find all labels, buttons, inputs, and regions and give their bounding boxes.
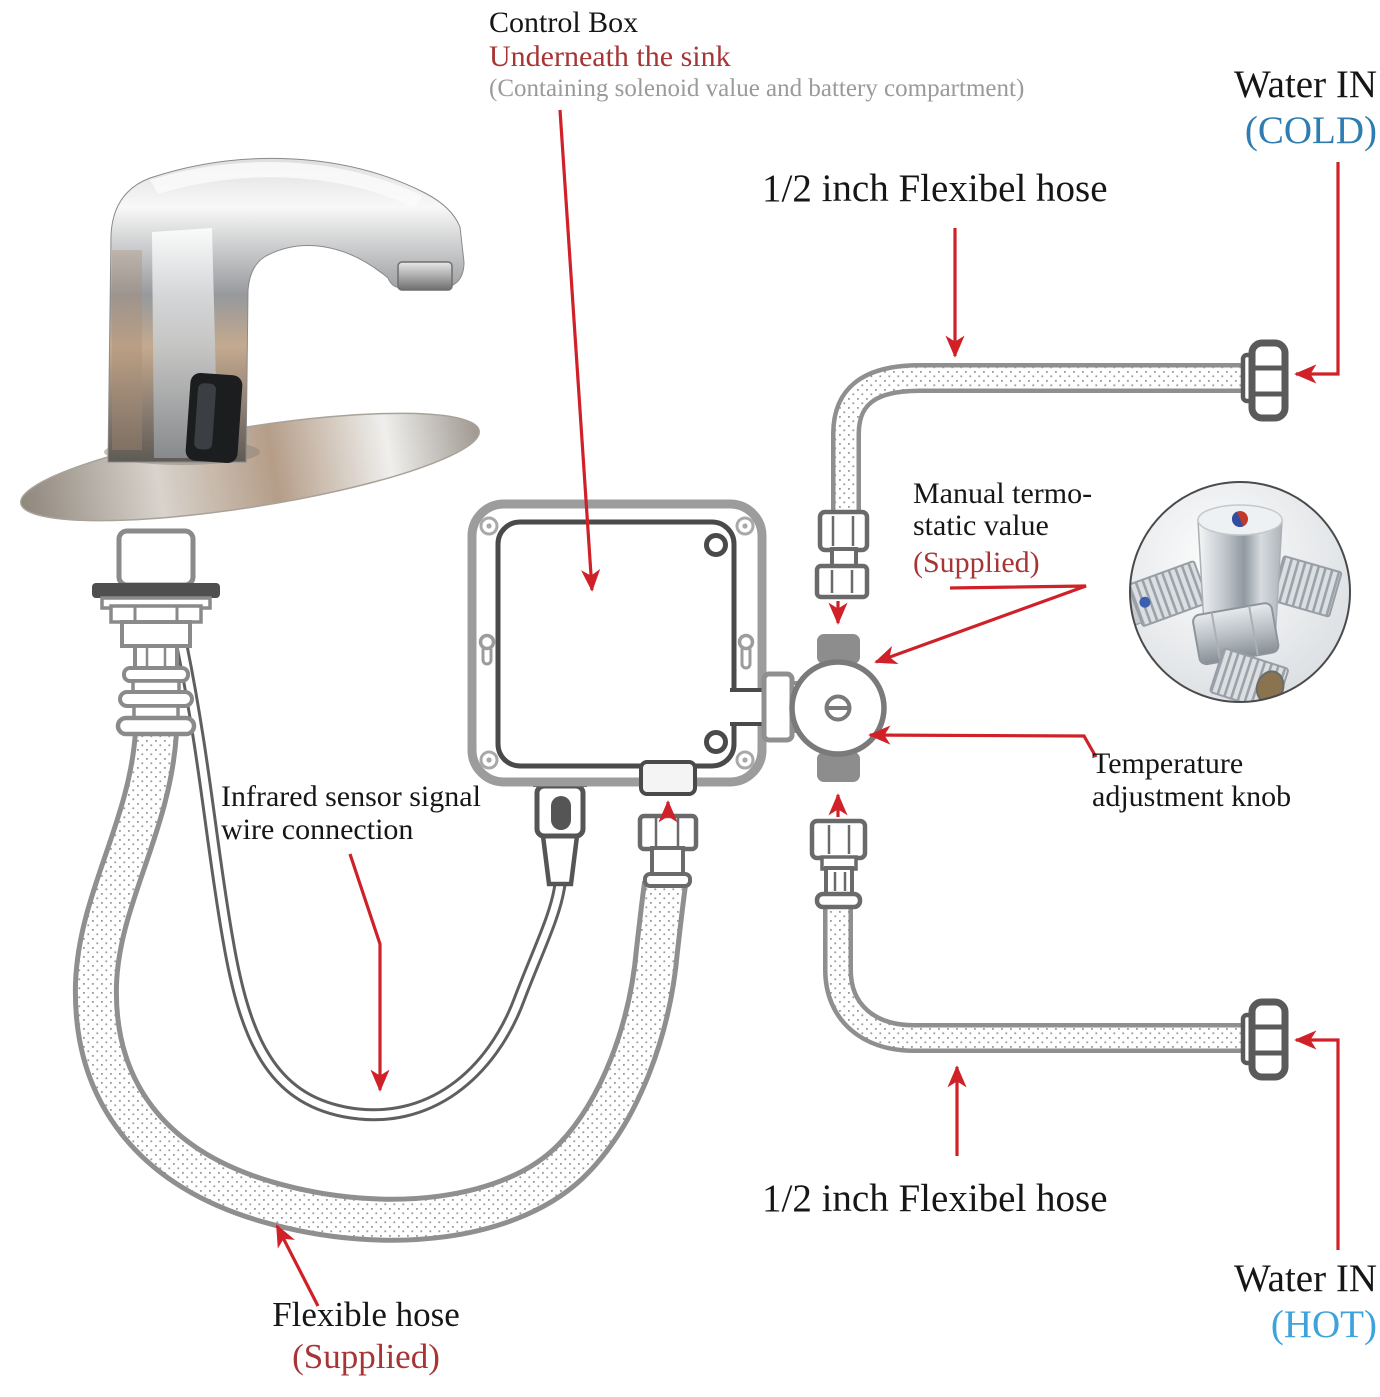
- water-in-cold-temp: (COLD): [1244, 109, 1377, 152]
- manual-valve-label: Manual termo- static value (Supplied): [913, 478, 1092, 579]
- control-box-label: Control Box Underneath the sink (Contain…: [489, 6, 1024, 103]
- mounting-keyholes: [478, 633, 755, 670]
- faucet-photo: [20, 157, 480, 522]
- sensor-window: [185, 372, 243, 464]
- temperature-knob-line2: adjustment knob: [1092, 780, 1292, 813]
- hot-hose: [809, 818, 1289, 1081]
- cold-water-arrow: [1294, 162, 1340, 384]
- manual-valve-line1: Manual termo-: [913, 477, 1093, 510]
- faucet-shank: [92, 528, 220, 737]
- control-box-arrow: [558, 109, 601, 592]
- control-box-note: (Containing solenoid value and battery c…: [489, 75, 1025, 102]
- temperature-knob-arrow: [868, 725, 1098, 758]
- box-outlet-port: [639, 760, 697, 796]
- top-hose-label: 1/2 inch Flexibel hose: [762, 167, 1108, 210]
- sensor-signal-wire: [175, 644, 567, 1122]
- valve-supplied-arrow: [874, 584, 1087, 665]
- corner-screws: [479, 516, 755, 770]
- supply-hose-fittings: [637, 813, 699, 888]
- flexible-hose-note: (Supplied): [292, 1337, 440, 1376]
- inset-bottom-port: [1209, 647, 1289, 702]
- water-in-cold-label: Water IN (COLD): [1234, 62, 1377, 154]
- hot-hose-end-nut: [1240, 998, 1289, 1081]
- flexible-hose-arrow: [275, 1224, 320, 1307]
- hot-cold-indicator-dot: [1232, 511, 1248, 527]
- water-in-cold-title: Water IN: [1233, 63, 1377, 106]
- control-box-subtitle: Underneath the sink: [489, 40, 731, 73]
- bottom-hose-label: 1/2 inch Flexibel hose: [762, 1177, 1108, 1220]
- water-in-hot-temp: (HOT): [1270, 1303, 1377, 1346]
- water-in-hot-label: Water IN (HOT): [1234, 1256, 1377, 1348]
- manual-valve-line2: static value: [913, 509, 1049, 542]
- sensor-wire-arrow: [348, 853, 390, 1092]
- manual-valve-note: (Supplied): [913, 546, 1040, 579]
- control-box-title: Control Box: [489, 6, 639, 39]
- temperature-knob-label: Temperature adjustment knob: [1092, 747, 1291, 813]
- water-in-hot-title: Water IN: [1233, 1257, 1377, 1300]
- flexible-hose-title: Flexible hose: [272, 1295, 460, 1334]
- thermostatic-valve: [789, 634, 887, 782]
- hot-water-arrow: [1294, 1030, 1340, 1250]
- infrared-sensor-line1: Infrared sensor signal: [221, 780, 481, 813]
- infrared-sensor-label: Infrared sensor signal wire connection: [221, 780, 481, 846]
- temperature-knob-line1: Temperature: [1092, 747, 1244, 780]
- control-box: [467, 499, 804, 796]
- infrared-sensor-line2: wire connection: [221, 813, 414, 846]
- faucet-supply-hose: [72, 730, 688, 1243]
- cold-hose-end-nut: [1240, 339, 1289, 422]
- flexible-hose-label: Flexible hose (Supplied): [240, 1294, 492, 1378]
- valve-photo-inset: [1129, 481, 1351, 703]
- annotation-arrows: [275, 109, 1340, 1307]
- cold-hose: [814, 339, 1289, 600]
- inset-hex-nut: [1192, 602, 1280, 666]
